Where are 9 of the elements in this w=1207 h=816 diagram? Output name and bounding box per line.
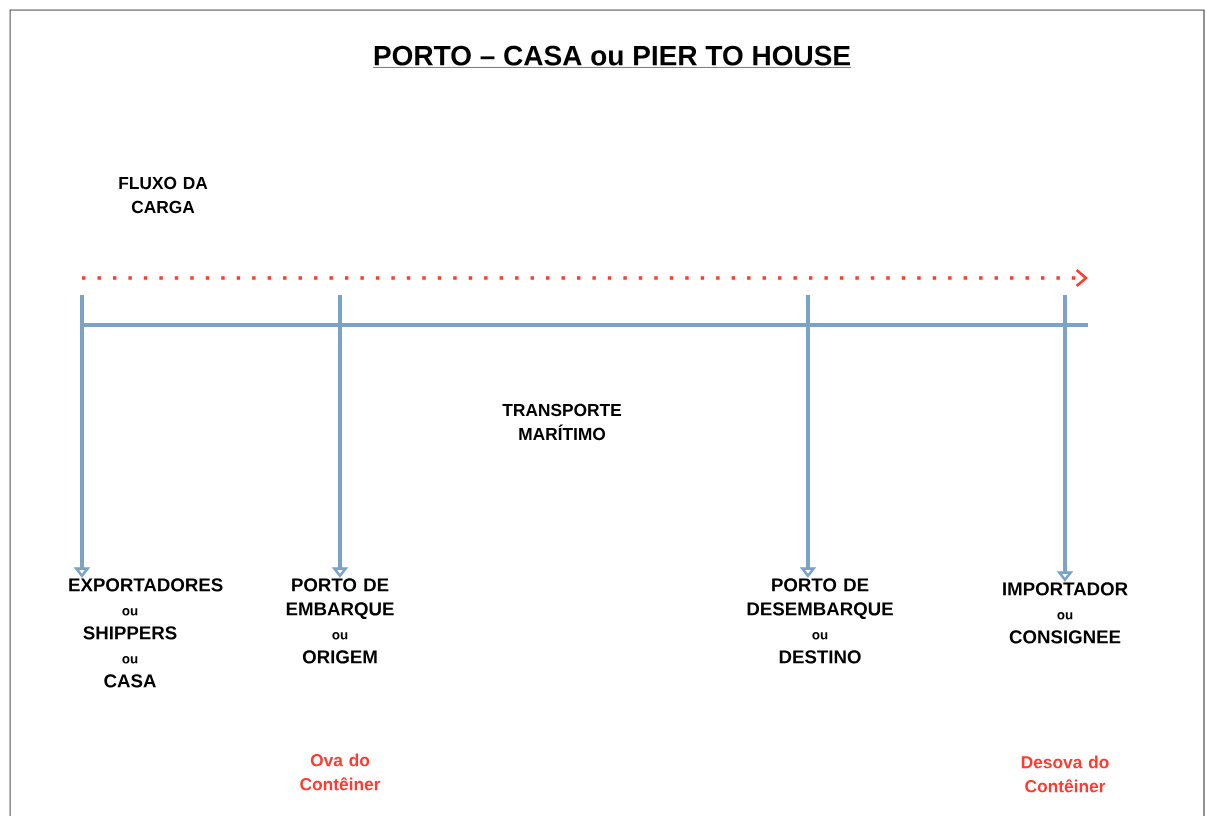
annotation-text: Ova do Contêiner — [300, 753, 381, 791]
annotation-text: FLUXO DA CARGA — [119, 176, 208, 214]
stakeholder-label: IMPORTADOR ou CONSIGNEE — [1003, 582, 1128, 644]
annotation-text: TRANSPORTE MARÍTIMO — [502, 403, 622, 441]
stakeholder-label: EXPORTADORES ou SHIPPERS ou CASA — [69, 578, 223, 688]
stakeholder-label: PORTO DE DESEMBARQUE ou DESTINO — [747, 578, 893, 664]
title: PORTO – CASA ou PIER TO HOUSE — [372, 45, 852, 68]
stakeholder-label: PORTO DE EMBARQUE ou ORIGEM — [286, 578, 394, 664]
annotation-text: Desova do Contêiner — [1021, 755, 1109, 793]
